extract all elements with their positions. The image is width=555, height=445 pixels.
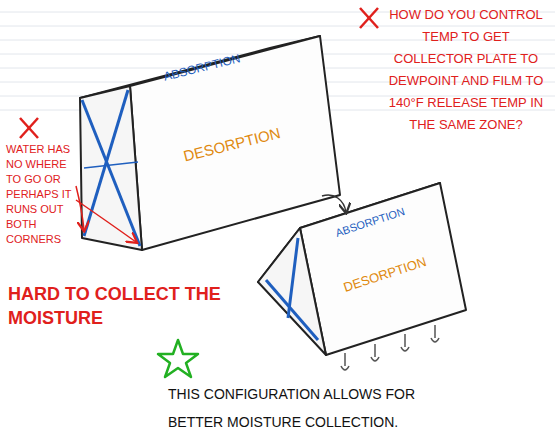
prism-one (80, 36, 340, 250)
problem-summary: HARD TO COLLECT THE MOISTURE (8, 282, 248, 330)
problem-note: WATER HAS NO WHERE TO GO OR PERHAPS IT R… (6, 142, 74, 247)
question-note: HOW DO YOU CONTROL TEMP TO GET COLLECTOR… (382, 4, 550, 136)
conclusion-note: THIS CONFIGURATION ALLOWS FOR BETTER MOI… (168, 380, 468, 436)
cross-mark (20, 118, 38, 138)
prism-two (258, 183, 466, 355)
leader-arrows (76, 186, 136, 242)
star-mark (158, 340, 198, 377)
water-drips (341, 325, 439, 370)
cross-mark (360, 8, 378, 28)
